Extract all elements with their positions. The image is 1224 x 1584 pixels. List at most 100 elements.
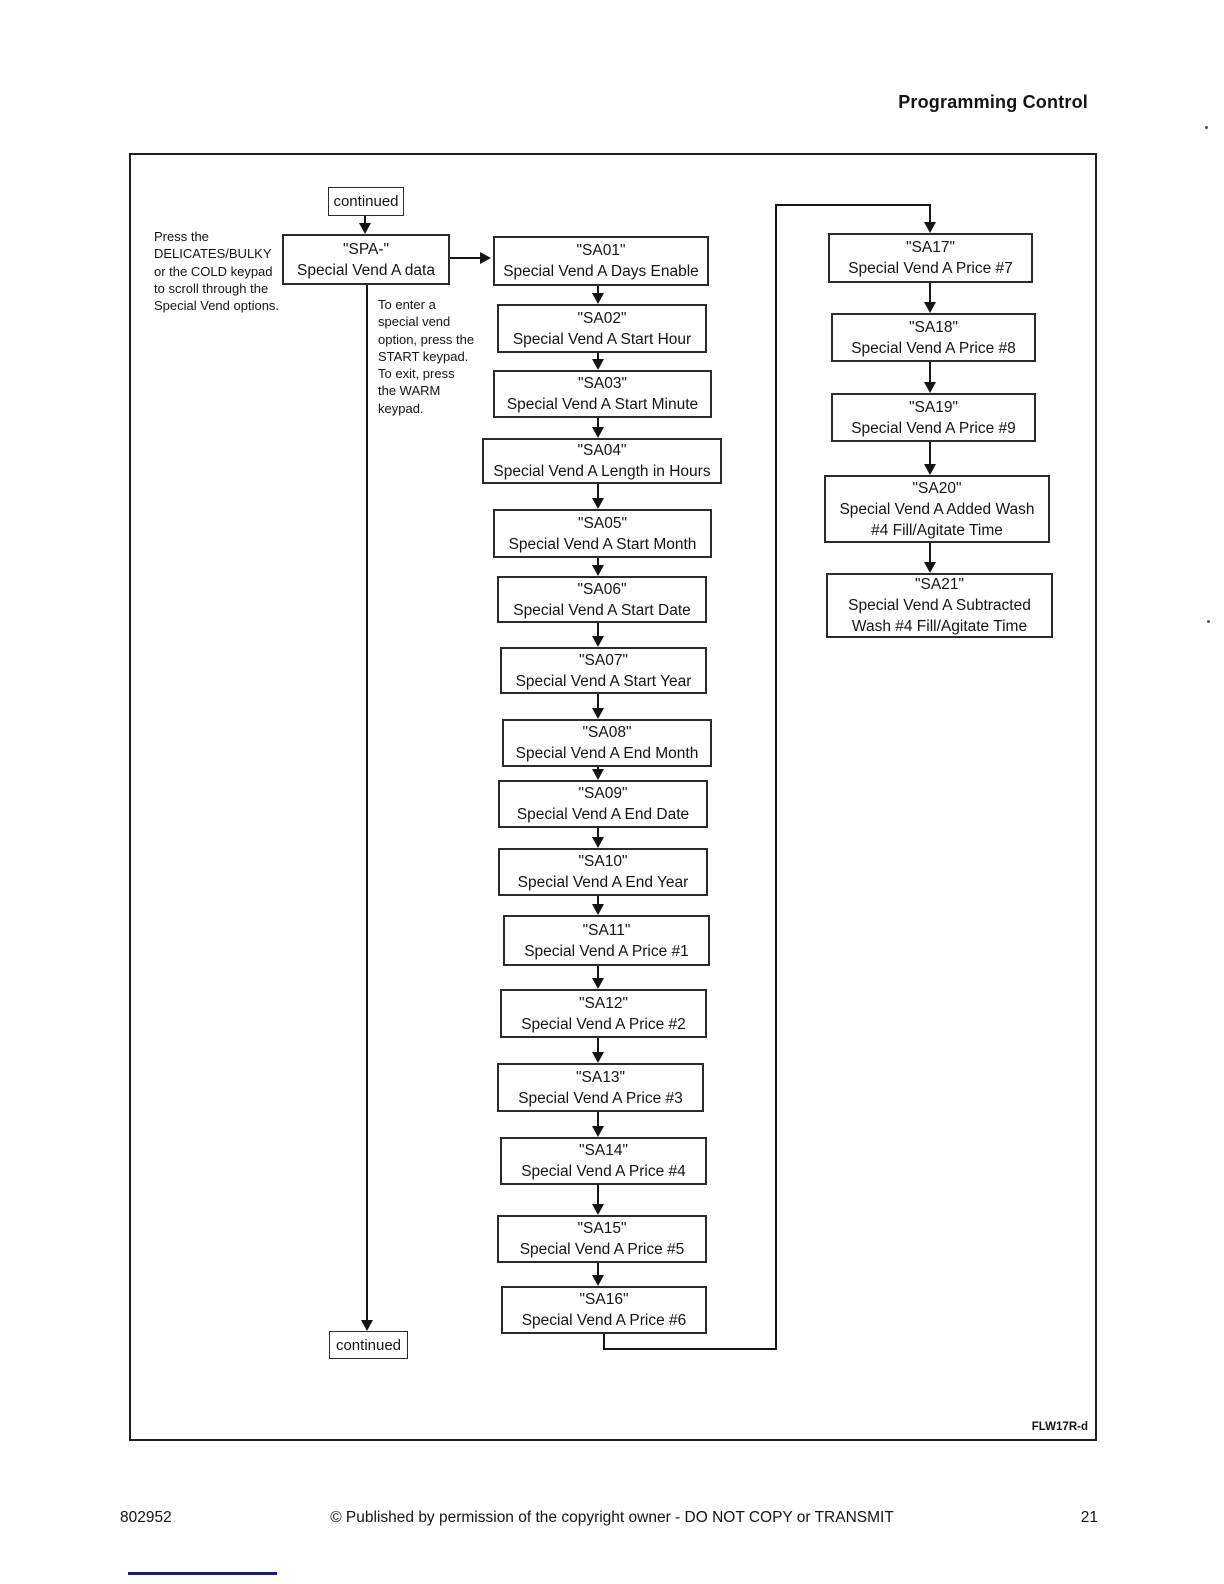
connector-line [597,828,599,837]
flow-box-code: "SPA-" [342,240,390,258]
flow-box-code: "SA16" [579,1291,629,1308]
arrow-down-icon [592,636,604,647]
continued-top-label: continued [333,193,399,210]
arrow-down-icon [924,382,936,393]
connector-line [775,204,931,206]
connector-line [597,1185,599,1204]
flow-box-code: "SA09" [578,785,628,802]
flow-box-label: Special Vend A Start Month [508,535,697,553]
flow-box-label: Special Vend A Price #8 [851,339,1016,357]
flow-box-label: Special Vend A Price #4 [521,1163,686,1180]
bottom-rule [128,1572,277,1575]
arrow-down-icon [924,222,936,233]
flow-box-code: "SA13" [576,1068,625,1086]
arrow-down-icon [592,359,604,370]
flow-box-sa20: "SA20" Special Vend A Added Wash #4 Fill… [824,475,1050,543]
arrow-down-icon [592,293,604,304]
flow-box-label: Special Vend A Days Enable [503,263,699,280]
flow-box-label: Special Vend A Price #6 [521,1312,687,1329]
arrow-down-icon [359,223,371,234]
flow-box-label: Special Vend A Price #9 [851,419,1016,437]
flow-box-sa04: "SA04" Special Vend A Length in Hours [482,438,722,484]
arrow-down-icon [592,1126,604,1137]
flow-box-sa09: "SA09" Special Vend A End Date [498,780,708,828]
flow-box-sa05: "SA05" Special Vend A Start Month [493,509,712,558]
flow-box-label: Special Vend A Start Minute [506,396,699,413]
connector-line [597,286,599,293]
flow-box-sa13: "SA13" Special Vend A Price #3 [497,1063,704,1112]
arrow-down-icon [924,464,936,475]
flow-box-sa21: "SA21" Special Vend A Subtracted Wash #4… [826,573,1053,638]
enter-exit-hint-note: To enter a special vend option, press th… [378,297,475,416]
flow-box-code: "SA21" [915,576,964,593]
flow-box-sa17: "SA17" Special Vend A Price #7 [828,233,1033,283]
connector-line [597,418,599,427]
arrow-down-icon [592,498,604,509]
flow-box-code: "SA05" [578,514,627,532]
page-title: Programming Control [898,92,1088,112]
flow-box-sa02: "SA02" Special Vend A Start Hour [497,304,707,353]
connector-line [597,1038,599,1052]
flow-box-label: Special Vend A End Month [515,745,699,762]
arrow-down-icon [592,769,604,780]
figure-code-label: FLW17R-d [1031,1421,1088,1433]
flow-box-label: Special Vend A Start Date [513,601,691,619]
connector-line [597,767,599,769]
flow-box-sa18: "SA18" Special Vend A Price #8 [831,313,1036,362]
flow-box-label: Special Vend A Price #3 [518,1089,683,1107]
flow-box-label: Special Vend A Subtracted Wash #4 Fill/A… [848,597,1031,635]
flow-box-sa10: "SA10" Special Vend A End Year [498,848,708,896]
flow-box-sa06: "SA06" Special Vend A Start Date [497,576,707,623]
flow-box-code: "SA19" [909,398,958,416]
arrow-down-icon [924,302,936,313]
arrow-right-icon [480,252,491,264]
connector-line [597,896,599,904]
flow-box-code: "SA06" [577,580,627,598]
flow-box-code: "SA15" [577,1220,627,1237]
flow-box-label: Special Vend A Price #5 [519,1241,685,1258]
footer-page-number: 21 [1080,1509,1098,1526]
continued-top-box: continued [328,187,404,216]
connector-line [597,694,599,708]
flow-box-code: "SA08" [582,724,632,741]
flow-box-label: Special Vend A Price #2 [521,1015,686,1033]
flow-box-label: Special Vend A Length in Hours [493,463,711,480]
arrow-down-icon [592,904,604,915]
flow-box-sa08: "SA08" Special Vend A End Month [502,719,712,767]
flow-box-code: "SA18" [909,318,958,336]
connector-line [597,558,599,565]
flow-box-code: "SA04" [577,442,627,459]
flow-box-code: "SA17" [906,239,955,256]
flow-box-sa15: "SA15" Special Vend A Price #5 [497,1215,707,1263]
flow-box-code: "SA14" [579,1142,628,1159]
connector-line [929,543,931,562]
arrow-down-icon [592,708,604,719]
flow-box-label: Special Vend A End Date [516,806,690,823]
arrow-down-icon [361,1320,373,1331]
flow-box-label: Special Vend A data [297,261,435,279]
arrow-down-icon [592,837,604,848]
flow-box-label: Special Vend A Start Hour [512,330,692,348]
scroll-hint-note: Press the DELICATES/BULKY or the COLD ke… [154,229,280,314]
connector-line [597,966,599,978]
flow-box-code: "SA11" [582,921,631,939]
flow-box-sa14: "SA14" Special Vend A Price #4 [500,1137,707,1185]
scan-speck [1205,126,1208,129]
flow-box-code: "SA12" [579,994,628,1012]
flow-box-code: "SA01" [576,242,626,259]
flow-box-sa19: "SA19" Special Vend A Price #9 [831,393,1036,442]
connector-line [775,204,777,1350]
connector-line [929,206,931,222]
continued-bottom-box: continued [329,1331,408,1359]
connector-line [929,362,931,382]
arrow-down-icon [924,562,936,573]
arrow-down-icon [592,427,604,438]
connector-line [364,216,366,223]
connector-line [597,1263,599,1275]
flow-box-sa01: "SA01" Special Vend A Days Enable [493,236,709,286]
arrow-down-icon [592,978,604,989]
flow-box-sa07: "SA07" Special Vend A Start Year [500,647,707,694]
flow-box-label: Special Vend A Start Year [515,672,692,690]
flow-box-sa11: "SA11" Special Vend A Price #1 [503,915,710,966]
